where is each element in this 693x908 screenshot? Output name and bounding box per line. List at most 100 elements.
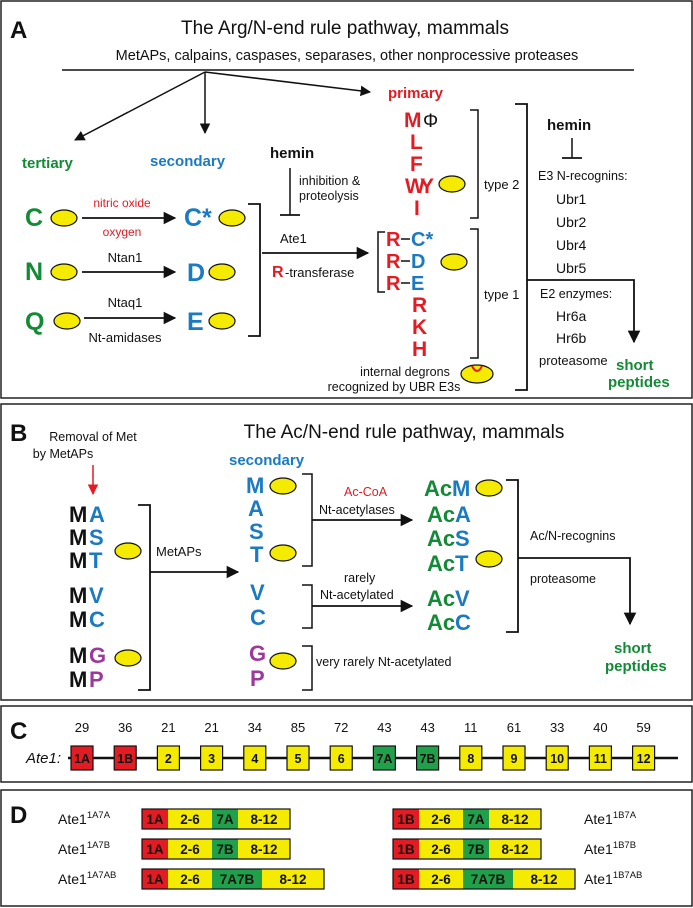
isoform-outline [141, 838, 291, 860]
exon-label-10: 10 [550, 752, 564, 766]
pair-x-3: T [89, 548, 103, 573]
isoform-superscript: 1A7AB [87, 870, 117, 881]
type1-bracket [470, 228, 479, 359]
pair-x-1: A [89, 502, 105, 527]
panel-b: B The Ac/N-end rule pathway, mammals Rem… [0, 403, 693, 701]
isoform-exon7-label: 7A [216, 812, 234, 827]
ubiquitin-substrate-oval [53, 312, 81, 330]
proteases-label: MetAPs, calpains, caspases, separases, o… [116, 48, 579, 64]
arrow-to-primary [204, 71, 372, 97]
pair-x-4: V [89, 583, 104, 608]
isoform-exons-8-12-segment [262, 869, 324, 889]
pair-m-7: M [69, 667, 87, 692]
sec-a: A [248, 496, 264, 521]
ubiquitin-substrate-oval [50, 263, 78, 281]
peptides-label-a: peptides [608, 374, 670, 391]
exon-size-9: 61 [507, 720, 521, 735]
panel-c: C Ate1: 291A361B212213344855726437A437B1… [0, 705, 693, 783]
panel-d-letter: D [10, 802, 27, 829]
isoform-exon7-segment [212, 869, 262, 889]
ac-prefix-3: Ac [427, 526, 455, 551]
ubr5-label: Ubr5 [556, 260, 587, 276]
ubiquitin-substrate-oval [440, 253, 468, 271]
panel-a: A The Arg/N-end rule pathway, mammals Me… [0, 0, 693, 399]
oxygen-label: oxygen [103, 225, 142, 239]
panel-a-title: The Arg/N-end rule pathway, mammals [181, 18, 509, 39]
isoform-base: Ate1 [584, 871, 613, 887]
exon-box-3 [200, 745, 224, 771]
exon-box-6 [329, 745, 353, 771]
panel-d-frame [0, 789, 693, 907]
ubiquitin-substrate-oval [438, 175, 466, 193]
primary-phi: Φ [423, 111, 438, 132]
isoform-superscript: 1A7B [87, 840, 110, 851]
degradation-arrow-a [527, 279, 641, 344]
nt-amidases-label: Nt-amidases [89, 330, 162, 345]
isoform-base: Ate1 [58, 871, 87, 887]
exon-size-10: 33 [550, 720, 564, 735]
exon-box-1B [113, 745, 137, 771]
met-pairs-bracket [138, 504, 151, 691]
primary-bracket [515, 103, 528, 391]
primary-f: F [410, 153, 423, 176]
ubiquitin-substrate-oval [218, 209, 246, 227]
proteasome-label-a: proteasome [539, 353, 608, 368]
isoform-base: Ate1 [58, 811, 87, 827]
pair-x-7: P [89, 667, 104, 692]
isoform-exons-2-6-segment [419, 869, 463, 889]
arrow-to-tertiary [74, 71, 206, 141]
isoform-name: Ate11A7AB [58, 870, 116, 887]
isoform-exons-2-6-label: 2-6 [180, 872, 200, 887]
isoform-outline [141, 868, 325, 890]
isoform-exon1-label: 1A [146, 872, 164, 887]
acetylated-residues-bracket [506, 479, 519, 633]
isoform-outline [141, 808, 291, 830]
exon-box-1A [70, 745, 94, 771]
rarely-label-2: Nt-acetylated [320, 588, 394, 602]
arg-r-2: R [386, 251, 401, 273]
secondary-bracket [248, 203, 261, 337]
metaps-label: MetAPs [156, 544, 202, 559]
exon-size-1B: 36 [118, 720, 132, 735]
secondary-d: D [187, 259, 205, 287]
secondary-e: E [187, 308, 204, 336]
sec-t: T [250, 542, 264, 567]
isoform-exons-2-6-label: 2-6 [431, 872, 451, 887]
isoform-exon7-label: 7B [216, 842, 234, 857]
inhibition-label-2: proteolysis [299, 189, 359, 203]
ubiquitin-substrate-oval [114, 649, 142, 667]
ac-residue-m: M [452, 476, 470, 501]
ubiquitin-substrate-oval [50, 209, 78, 227]
isoform-exon7-label: 7A7B [471, 872, 506, 887]
exon-size-3: 21 [204, 720, 218, 735]
primary-m: M [404, 109, 422, 132]
primary-k: K [412, 316, 427, 339]
panel-b-title: The Ac/N-end rule pathway, mammals [244, 422, 565, 443]
exon-label-1A: 1A [74, 752, 90, 766]
exon-label-3: 3 [208, 752, 215, 766]
isoform-outline [392, 838, 542, 860]
primary-h: H [412, 338, 427, 361]
exon-box-5 [286, 745, 310, 771]
isoform-exon1-label: 1B [397, 842, 415, 857]
arg-r-1: R [386, 229, 401, 251]
exon-label-12: 12 [637, 752, 651, 766]
isoform-exon7-segment [463, 839, 489, 859]
r-transferase-label: -transferase [285, 265, 354, 280]
ubiquitin-substrate-oval [208, 263, 236, 281]
isoform-exons-2-6-segment [168, 869, 212, 889]
primary-l: L [410, 131, 423, 154]
isoform-exons-8-12-label: 8-12 [530, 872, 557, 887]
sec-g: G [249, 641, 266, 666]
ubiquitin-substrate-oval [269, 477, 297, 495]
internal-degron-loop [471, 365, 483, 372]
isoform-exon1-segment [393, 869, 419, 889]
exon-box-9 [502, 745, 526, 771]
sec-v: V [250, 580, 265, 605]
exon-label-11: 11 [594, 752, 607, 766]
isoform-base: Ate1 [584, 811, 613, 827]
isoform-exons-8-12-segment [489, 839, 541, 859]
ubr1-label: Ubr1 [556, 191, 587, 207]
